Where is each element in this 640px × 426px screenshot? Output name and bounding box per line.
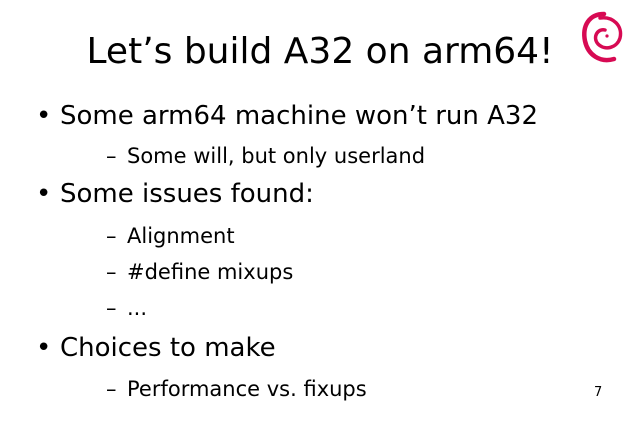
bullet-item: • Some issues found: bbox=[36, 178, 314, 210]
page-number: 7 bbox=[594, 385, 603, 400]
sub-bullet-text: Performance vs. fixups bbox=[127, 377, 367, 401]
bullet-item: • Some arm64 machine won’t run A32 bbox=[36, 100, 538, 132]
sub-bullet-marker: – bbox=[106, 144, 117, 168]
debian-swirl-icon bbox=[582, 11, 623, 63]
bullet-text: Some issues found: bbox=[60, 179, 314, 209]
sub-bullet-item: –Performance vs. fixups bbox=[106, 376, 367, 402]
sub-bullet-text: Alignment bbox=[127, 224, 235, 248]
sub-bullet-text: ... bbox=[127, 296, 148, 320]
bullet-marker: • bbox=[36, 333, 52, 363]
sub-bullet-marker: – bbox=[106, 377, 117, 401]
bullet-text: Some arm64 machine won’t run A32 bbox=[60, 101, 538, 131]
sub-bullet-item: –... bbox=[106, 295, 147, 321]
sub-bullet-item: –#define mixups bbox=[106, 259, 293, 285]
sub-bullet-item: –Alignment bbox=[106, 223, 235, 249]
sub-bullet-text: Some will, but only userland bbox=[127, 144, 426, 168]
slide-title: Let’s build A32 on arm64! bbox=[86, 31, 554, 72]
bullet-marker: • bbox=[36, 179, 52, 209]
sub-bullet-marker: – bbox=[106, 260, 117, 284]
sub-bullet-item: –Some will, but only userland bbox=[106, 143, 425, 169]
bullet-marker: • bbox=[36, 101, 52, 131]
sub-bullet-marker: – bbox=[106, 224, 117, 248]
bullet-text: Choices to make bbox=[60, 333, 276, 363]
bullet-item: • Choices to make bbox=[36, 332, 276, 364]
sub-bullet-marker: – bbox=[106, 296, 117, 320]
sub-bullet-text: #define mixups bbox=[127, 260, 294, 284]
